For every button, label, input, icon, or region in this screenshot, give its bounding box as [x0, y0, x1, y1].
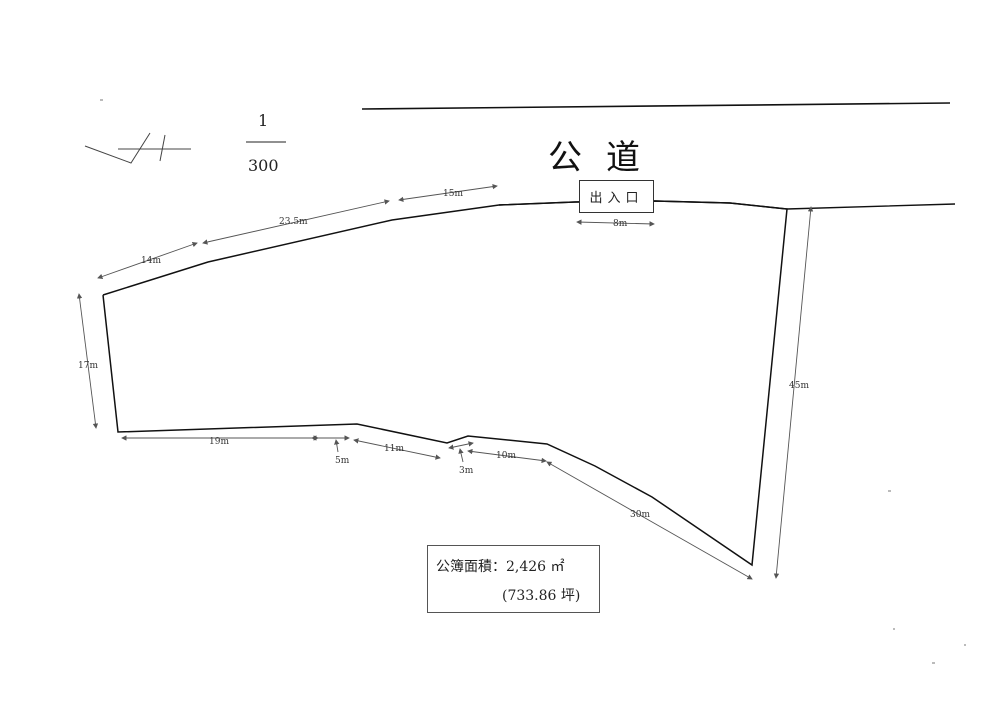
dim-arrow-bottom-11m: [353, 438, 441, 460]
scan-specks: [100, 99, 966, 664]
dim-arrow-right-45m: [773, 206, 814, 579]
dim-arrow-bottom-3m-b: [458, 448, 464, 463]
dim-label-left-17m: 17m: [78, 361, 98, 371]
dim-arrow-bottom-5m-b: [334, 439, 340, 453]
registered-area-text: 公簿面積：2,426 ㎡: [436, 559, 565, 575]
scale-numerator: 1: [258, 111, 269, 130]
area-tsubo-text: (733.86 坪): [502, 588, 581, 604]
dim-label-bottom-10m: 10m: [496, 451, 516, 461]
dim-label-bottom-19m: 19m: [209, 437, 229, 447]
dim-label-bottom-30m: 30m: [630, 510, 650, 520]
dim-arrow-entrance-8m: [576, 219, 655, 227]
dim-label-top-15m: 15m: [443, 189, 463, 199]
north-arrow-icon: [84, 132, 191, 164]
dim-label-bottom-3m: 3m: [459, 466, 474, 476]
dim-arrow-bottom-3m-a: [448, 441, 474, 450]
entrance-label-box: 出入口: [579, 180, 654, 213]
area-info-box: 公簿面積：2,426 ㎡ (733.86 坪): [427, 545, 600, 613]
dim-arrow-top-23-5m: [202, 199, 390, 245]
dim-label-top-23-5m: 23.5m: [279, 217, 308, 227]
road-edge-line: [361, 102, 951, 110]
dim-arrow-top-14m: [97, 241, 198, 280]
parcel-boundary: [102, 200, 788, 567]
dim-label-right-45m: 45m: [789, 381, 809, 391]
scale-denominator: 300: [248, 156, 279, 175]
road-label: 公道: [548, 138, 664, 178]
dim-arrow-bottom-30m: [546, 461, 753, 580]
dim-label-entrance-8m: 8m: [613, 219, 628, 229]
dim-label-bottom-11m: 11m: [384, 444, 404, 454]
dim-label-top-14m: 14m: [141, 256, 161, 266]
entrance-label: 出入口: [589, 191, 644, 206]
dim-arrow-top-15m: [398, 183, 498, 203]
dim-label-bottom-5m: 5m: [335, 456, 350, 466]
dim-arrow-bottom-10m: [467, 448, 547, 464]
dim-arrow-left-17m: [76, 293, 99, 429]
